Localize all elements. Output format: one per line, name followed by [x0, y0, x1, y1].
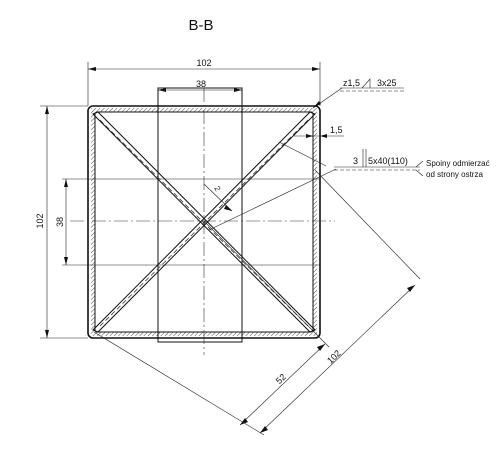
dim-diagonal-full-label: 102 — [325, 348, 343, 366]
note-line-2: od strony ostrza — [426, 170, 483, 179]
dim-inner-height-label: 38 — [55, 217, 65, 227]
blade-diagonal-1 — [92, 111, 316, 333]
dim-wall: 1,5 — [294, 125, 344, 138]
blade-2-hidden — [99, 119, 309, 327]
dim-center-gap: 2 — [203, 183, 233, 212]
inner-square-outline — [157, 87, 243, 343]
dim-left-height: 102 — [35, 105, 88, 339]
dim-inner-width-label: 38 — [196, 79, 206, 89]
weld-corner-size: z1,5 — [343, 78, 360, 88]
weld-internal-spec: 5x40(110) — [368, 156, 408, 166]
dim-top-width-label: 102 — [196, 58, 211, 68]
dim-left-height-label: 102 — [35, 213, 45, 228]
dim-inner-height: 38 — [55, 179, 68, 265]
blade-diagonal-2 — [92, 111, 316, 333]
dim-diagonal-half: 52 — [203, 220, 330, 426]
weld-symbol-internal: 3 5x40(110) Spoiny odmierzać od strony o… — [208, 141, 490, 231]
dim-center-gap-label: 2 — [212, 185, 222, 194]
dim-top-width: 102 — [87, 58, 321, 106]
note-line-1: Spoiny odmierzać — [426, 159, 490, 168]
dim-wall-label: 1,5 — [330, 125, 343, 135]
weld-symbol-corner: z1,5 3x25 — [312, 78, 404, 109]
weld-corner-spec: 3x25 — [377, 78, 397, 88]
weld-internal-size: 3 — [353, 156, 358, 166]
section-title: B-B — [188, 17, 213, 34]
dim-diagonal-half-label: 52 — [274, 372, 288, 386]
dim-inner-width: 38 — [158, 79, 242, 92]
diagonal-blades — [92, 111, 316, 333]
dim-diagonal-full: 102 — [93, 169, 421, 436]
